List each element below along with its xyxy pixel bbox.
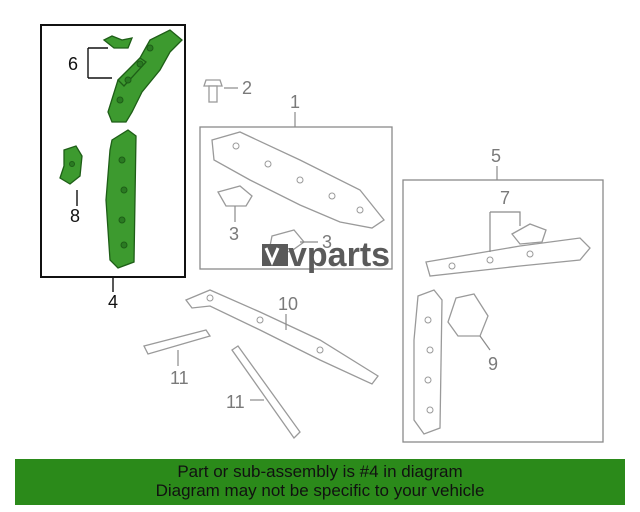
callout-7: 7 [500, 188, 510, 208]
info-banner: Part or sub-assembly is #4 in diagram Di… [15, 459, 625, 505]
callout-10: 10 [278, 294, 298, 314]
callout-11b: 11 [226, 392, 245, 412]
banner-line-1: Part or sub-assembly is #4 in diagram [177, 462, 463, 481]
callout-3a: 3 [229, 224, 239, 244]
callout-4: 4 [108, 292, 118, 312]
assembly-5-frame [402, 179, 604, 443]
callout-11a: 11 [170, 368, 189, 388]
part-2-bolt[interactable] [203, 79, 223, 103]
watermark-text: vparts [288, 236, 390, 274]
vparts-watermark: vparts [262, 236, 390, 274]
banner-line-2: Diagram may not be specific to your vehi… [155, 481, 485, 500]
callout-1: 1 [290, 92, 300, 112]
part-5-lower-support[interactable] [425, 237, 591, 277]
part-8-bracket[interactable] [59, 145, 83, 185]
callout-9: 9 [488, 354, 498, 374]
part-6-upper-bracket[interactable] [102, 29, 183, 123]
callout-2: 2 [242, 78, 252, 98]
part-11-rod-b[interactable] [231, 345, 301, 440]
part-9-bracket[interactable] [447, 293, 489, 337]
assembly-1-frame [199, 126, 393, 270]
part-1-upper-support[interactable] [211, 131, 385, 229]
callout-8: 8 [70, 206, 80, 226]
part-4-side-support[interactable] [105, 129, 137, 269]
part-3-bracket-a[interactable] [217, 185, 253, 207]
part-7-brace[interactable] [511, 223, 547, 245]
callout-5: 5 [491, 146, 501, 166]
part-11-rod-a[interactable] [143, 329, 212, 355]
callout-3b: 3 [322, 232, 332, 252]
part-10-lower-member[interactable] [184, 289, 379, 385]
part-5-side-column[interactable] [413, 289, 443, 435]
callout-6: 6 [68, 54, 78, 74]
